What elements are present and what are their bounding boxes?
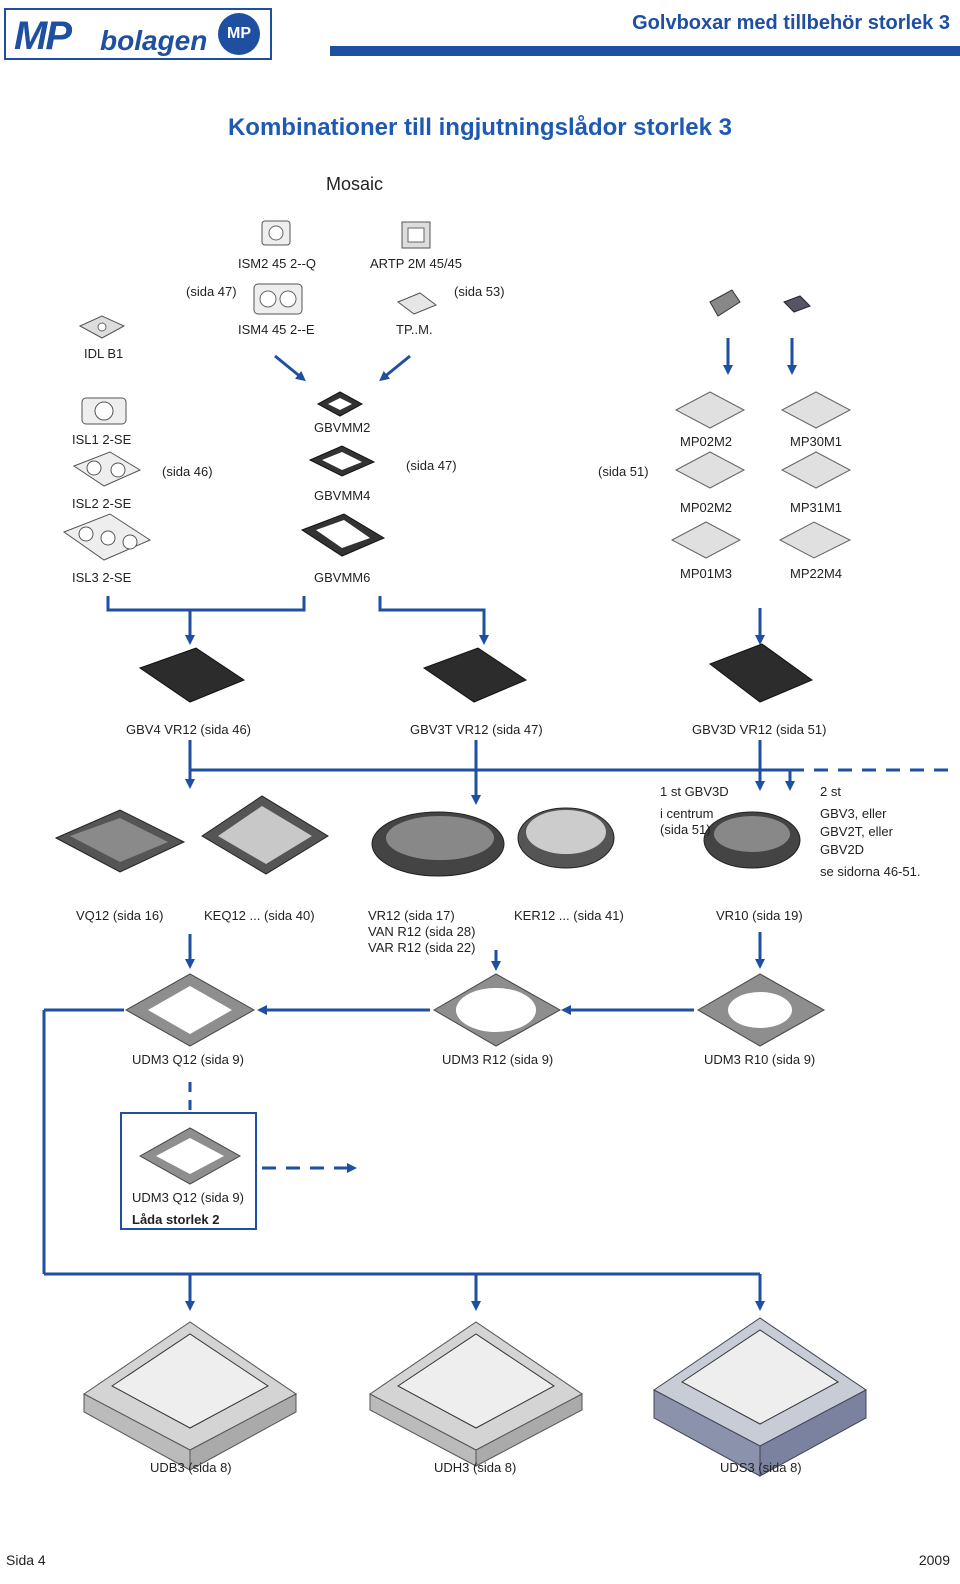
- label-idl: IDL B1: [84, 346, 124, 361]
- label-artp: ARTP 2M 45/45: [370, 256, 463, 271]
- gbv3d-base-image: [708, 643, 814, 703]
- isl3-socket-image: [62, 513, 152, 561]
- keq12-lid-image: [201, 795, 329, 875]
- page-title: Kombinationer till ingjutningslådor stor…: [227, 114, 733, 141]
- label-sida47-top: (sida 47): [186, 284, 237, 299]
- gbvmm6-frame-image: [300, 513, 386, 557]
- idl-image: [78, 315, 126, 339]
- label-vr10: VR10 (sida 19): [716, 908, 803, 923]
- label-udm3-r10: UDM3 R10 (sida 9): [704, 1052, 816, 1067]
- udm3-r10-frame-image: [697, 973, 826, 1047]
- label-udm3-r12: UDM3 R12 (sida 9): [442, 1052, 554, 1067]
- uds3-box-image: [653, 1317, 867, 1477]
- label-sida53: (sida 53): [454, 284, 505, 299]
- connector-image-2: [783, 295, 811, 313]
- gbv3t-base-image: [422, 647, 528, 703]
- gbvmm4-frame-image: [308, 445, 376, 477]
- note2-line1: 2 st: [820, 784, 841, 799]
- label-mp02m2-a: MP02M2: [680, 434, 733, 449]
- label-sida51: (sida 51): [598, 464, 649, 479]
- page-number: Sida 4: [6, 1552, 46, 1568]
- page-header-title: Golvboxar med tillbehör storlek 3: [632, 12, 950, 34]
- label-mp22m4: MP22M4: [790, 566, 843, 581]
- label-sida47-mid: (sida 47): [406, 458, 457, 473]
- label-udb3: UDB3 (sida 8): [150, 1460, 232, 1475]
- label-gbvmm4: GBVMM4: [314, 488, 371, 503]
- ker12-lid-image: [517, 807, 615, 869]
- section-subtitle: Mosaic: [326, 174, 384, 194]
- note2-line5: se sidorna 46-51.: [820, 864, 921, 879]
- label-tpm: TP..M.: [396, 322, 433, 337]
- logo-text-mp: MP: [14, 14, 72, 58]
- udh3-box-image: [369, 1321, 583, 1467]
- label-uds3: UDS3 (sida 8): [720, 1460, 802, 1475]
- vr10-lid-image: [703, 811, 801, 869]
- vq12-lid-image: [54, 809, 186, 873]
- label-udm3-q12-size2: UDM3 Q12 (sida 9): [132, 1190, 244, 1205]
- label-gbv3d: GBV3D VR12 (sida 51): [692, 722, 827, 737]
- logo-text-bolagen: bolagen: [100, 25, 208, 56]
- label-mp30m1: MP30M1: [790, 434, 843, 449]
- label-ism4: ISM4 45 2--E: [238, 322, 315, 337]
- label-isl2: ISL2 2-SE: [72, 496, 132, 511]
- label-sida46: (sida 46): [162, 464, 213, 479]
- page-year: 2009: [918, 1552, 950, 1568]
- logo-mark: MP: [218, 13, 260, 55]
- note2-line2: GBV3, eller: [820, 806, 887, 821]
- udm3-q12-frame-image: [124, 973, 256, 1047]
- note1-line1: 1 st GBV3D: [660, 784, 729, 799]
- connector-image-1: [709, 289, 741, 317]
- label-box-size2: Låda storlek 2: [132, 1212, 220, 1227]
- label-isl3: ISL3 2-SE: [72, 570, 132, 585]
- label-isl1: ISL1 2-SE: [72, 432, 132, 447]
- vr12-lid-image: [371, 811, 505, 877]
- label-udh3: UDH3 (sida 8): [434, 1460, 517, 1475]
- label-vr12-3: VAR R12 (sida 22): [368, 940, 476, 955]
- label-gbvmm6: GBVMM6: [314, 570, 371, 585]
- label-vr12-1: VR12 (sida 17): [368, 908, 455, 923]
- note2-line4: GBV2D: [820, 842, 865, 857]
- udm3-r12-frame-image: [433, 973, 562, 1047]
- label-mp01m3: MP01M3: [680, 566, 733, 581]
- udb3-box-image: [83, 1321, 297, 1471]
- label-vr12-2: VAN R12 (sida 28): [368, 924, 476, 939]
- mp-plate-images: [670, 391, 852, 559]
- artp-outlet-image: [401, 221, 431, 249]
- label-ker12: KER12 ... (sida 41): [514, 908, 624, 923]
- note1-line2: i centrum: [660, 806, 714, 821]
- label-ism2: ISM2 45 2--Q: [238, 256, 317, 271]
- label-mp31m1: MP31M1: [790, 500, 843, 515]
- ism4-socket-image: [253, 283, 303, 315]
- label-gbv3t: GBV3T VR12 (sida 47): [410, 722, 543, 737]
- note1-line3: (sida 51): [660, 822, 711, 837]
- header-rule: [330, 46, 960, 56]
- note2-line3: GBV2T, eller: [820, 824, 893, 839]
- size2-highlight-box: [120, 1112, 257, 1230]
- label-vq12: VQ12 (sida 16): [76, 908, 164, 923]
- label-gbvmm2: GBVMM2: [314, 420, 371, 435]
- gbvmm2-frame-image: [316, 391, 364, 417]
- company-logo: MP bolagen MP: [4, 8, 272, 60]
- label-gbv4: GBV4 VR12 (sida 46): [126, 722, 252, 737]
- isl2-socket-image: [72, 451, 142, 487]
- label-mp02m2-b: MP02M2: [680, 500, 733, 515]
- ism2-socket-image: [261, 220, 291, 246]
- label-keq12: KEQ12 ... (sida 40): [204, 908, 315, 923]
- gbv4-base-image: [138, 647, 246, 703]
- udm3-q12-size2-frame-image: [138, 1127, 242, 1185]
- isl1-socket-image: [81, 397, 127, 425]
- label-udm3-q12: UDM3 Q12 (sida 9): [132, 1052, 244, 1067]
- tpm-plate-image: [396, 292, 438, 315]
